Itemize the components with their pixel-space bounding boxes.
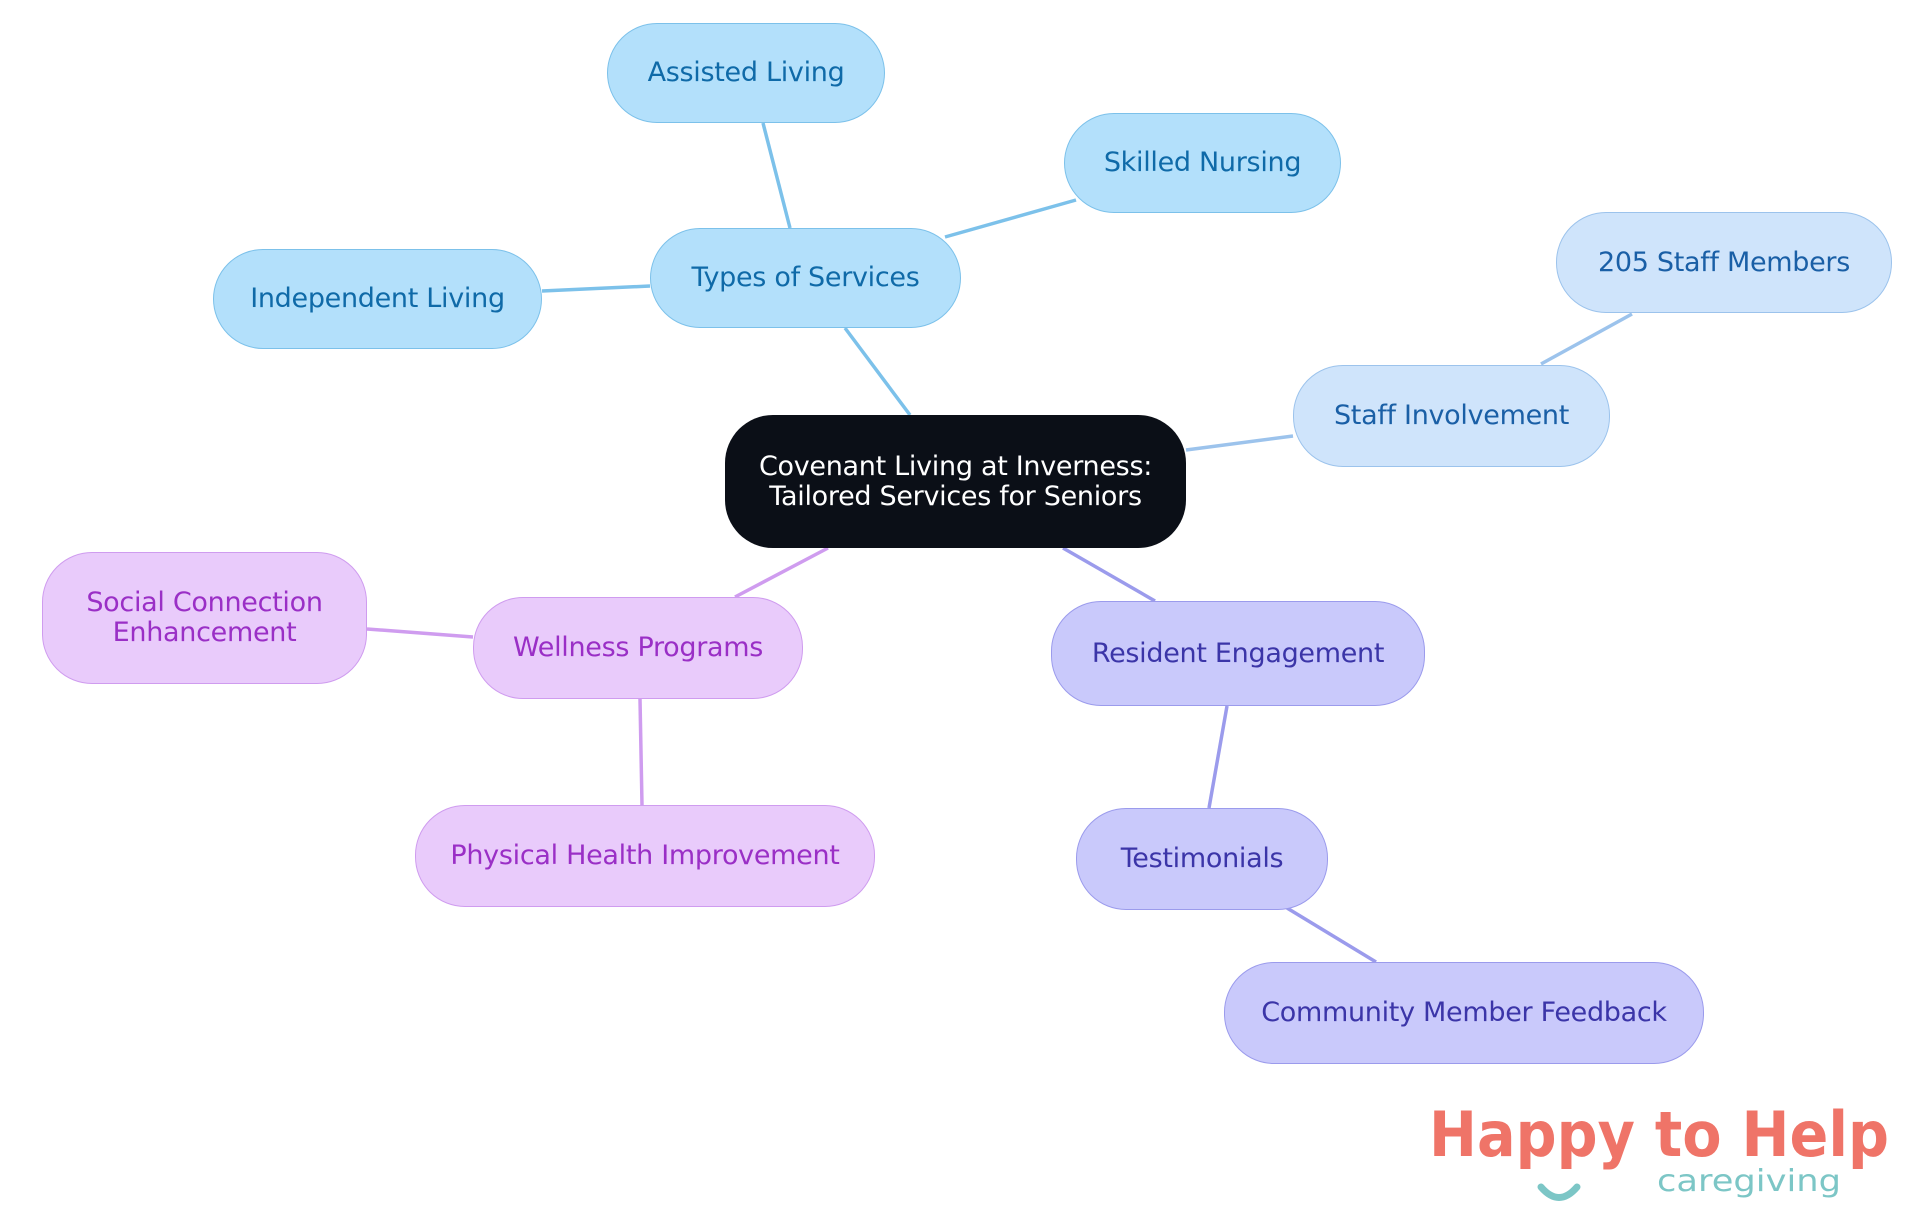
edge-types-independent [541, 284, 651, 293]
node-independent-living: Independent Living [213, 249, 542, 349]
edge-staff-205 [1540, 312, 1633, 366]
node-skilled-nursing-label: Skilled Nursing [1103, 147, 1302, 178]
node-staff-involvement: Staff Involvement [1293, 365, 1610, 467]
node-assisted-living: Assisted Living [607, 23, 885, 123]
node-205-staff-members-label: 205 Staff Members [1597, 246, 1850, 278]
node-types-of-services-label: Types of Services [691, 262, 920, 293]
logo-tagline: caregiving [1657, 1164, 1841, 1199]
edge-root-wellness [734, 546, 829, 599]
logo-wordmark: Happy to Help [1429, 1108, 1889, 1171]
node-testimonials-label: Testimonials [1120, 843, 1284, 874]
edge-testimonials-feedback [1286, 906, 1377, 964]
node-staff-involvement-label: Staff Involvement [1333, 400, 1570, 431]
edge-root-resident [1062, 546, 1156, 603]
node-independent-living-label: Independent Living [250, 283, 505, 314]
node-social-connection: Social Connection Enhancement [42, 552, 367, 684]
node-social-connection-label: Social Connection Enhancement [86, 587, 323, 648]
edge-wellness-physical [638, 698, 644, 806]
node-assisted-living-label: Assisted Living [647, 57, 845, 88]
smile-icon [1537, 1183, 1581, 1201]
edge-root-staff [1185, 434, 1294, 452]
happy-to-help-logo: Happy to Help caregiving [1425, 1098, 1895, 1208]
logo-graphic: Happy to Help caregiving [1429, 1098, 1889, 1201]
node-physical-health-label: Physical Health Improvement [450, 840, 840, 871]
node-wellness-programs-label: Wellness Programs [512, 632, 764, 663]
edge-root-types [843, 326, 912, 417]
node-types-of-services: Types of Services [650, 228, 961, 328]
node-physical-health: Physical Health Improvement [415, 805, 875, 907]
node-testimonials: Testimonials [1076, 808, 1328, 910]
root-node-label: Covenant Living at Inverness: Tailored S… [758, 450, 1153, 512]
node-skilled-nursing: Skilled Nursing [1064, 113, 1341, 213]
node-resident-engagement: Resident Engagement [1051, 601, 1425, 706]
edge-types-skilled [944, 198, 1077, 239]
edge-wellness-social [366, 627, 474, 639]
node-wellness-programs: Wellness Programs [473, 597, 803, 699]
node-community-member-feedback: Community Member Feedback [1224, 962, 1704, 1064]
root-node: Covenant Living at Inverness: Tailored S… [725, 415, 1186, 548]
edge-types-assisted [761, 122, 792, 229]
node-205-staff-members: 205 Staff Members [1556, 212, 1892, 313]
node-resident-engagement-label: Resident Engagement [1091, 637, 1385, 669]
node-community-member-feedback-label: Community Member Feedback [1261, 997, 1667, 1028]
edge-resident-testimonials [1207, 705, 1229, 809]
